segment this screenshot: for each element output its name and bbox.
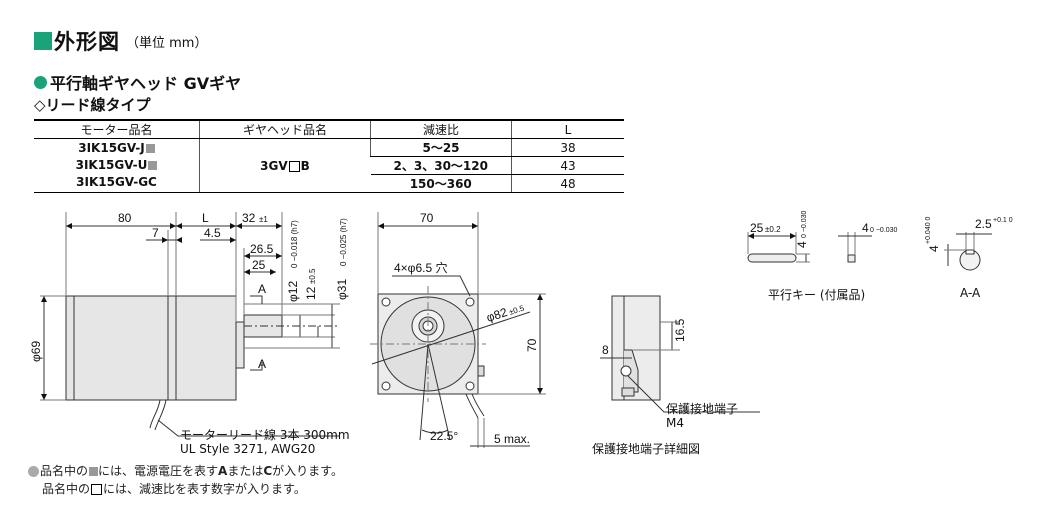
motor-body xyxy=(65,295,237,401)
aa-dim-4: 4 xyxy=(927,245,941,252)
table-row: 2、3、30～120 43 xyxy=(34,156,624,175)
title-main: 外形図 xyxy=(54,30,120,54)
holes-label: 4×φ6.5 穴 xyxy=(394,260,447,275)
dim-80: 80 xyxy=(118,211,132,225)
gear-subtitle: 平行軸ギヤヘッド GVギヤ xyxy=(34,70,241,94)
key-dim-25-tol: ±0.2 xyxy=(765,225,781,234)
terminal-label: 保護接地端子 xyxy=(666,402,739,416)
note-bullet xyxy=(28,466,39,477)
header-gearhead: ギヤヘッド品名 xyxy=(199,119,371,139)
motor-models-cell: 3IK15GV-J 3IK15GV-U 3IK15GV-GC xyxy=(34,138,200,193)
dim-70-vertical: 70 xyxy=(525,338,539,352)
section-a-top: A xyxy=(258,282,266,296)
dim-12: 12 xyxy=(304,286,318,300)
lead-wire-label: モーターリード線 3本 300mm xyxy=(180,428,350,442)
dim-32: 32 xyxy=(242,211,256,225)
motor-front-view xyxy=(370,212,546,448)
key-dim-4b-tol: 0 −0.030 xyxy=(870,227,898,234)
header-l: L xyxy=(511,119,624,139)
dim-26-5: 26.5 xyxy=(250,242,274,256)
motor-side-view xyxy=(40,212,340,437)
header-motor: モーター品名 xyxy=(34,119,200,139)
dim-70: 70 xyxy=(420,211,434,225)
title-unit: （単位 mm） xyxy=(126,35,208,51)
aa-dim-2-5-tol: +0.1 0 xyxy=(993,217,1013,224)
dim-25: 25 xyxy=(252,258,266,272)
dim-phi82: φ82 xyxy=(485,305,510,325)
note-ratio: 品名中のには、減速比を表す数字が入ります。 xyxy=(42,482,306,496)
dim-angle: 22.5° xyxy=(430,429,458,443)
dimension-labels: 80 L 32 ±1 7 4.5 26.5 25 A A φ12 0 −0.01… xyxy=(29,210,1013,446)
ratio-cell: 5～25 xyxy=(370,138,512,157)
key-caption: 平行キー (付属品) xyxy=(768,288,866,302)
dimension-arrows xyxy=(41,223,796,400)
gear-subtitle-dot xyxy=(34,75,47,89)
page-title: 外形図 （単位 mm） xyxy=(34,28,207,54)
terminal-detail-caption: 保護接地端子詳細図 xyxy=(592,442,701,456)
voltage-marker xyxy=(89,467,99,476)
dim-32-tol: ±1 xyxy=(259,215,268,224)
note-voltage: 品名中のには、電源電圧を表すAまたはCが入ります。 xyxy=(28,462,343,479)
motor-model: 3IK15GV-U xyxy=(34,157,199,174)
motor-model: 3IK15GV-GC xyxy=(76,175,157,189)
dim-phi12: φ12 xyxy=(286,281,300,302)
l-cell: 43 xyxy=(511,156,624,175)
dim-7: 7 xyxy=(152,226,159,240)
dim-l: L xyxy=(202,211,209,225)
dim-phi82-tol: ±0.5 xyxy=(508,303,526,317)
ratio-cell: 2、3、30～120 xyxy=(370,156,512,175)
m4-label: M4 xyxy=(666,416,684,430)
key-dim-25: 25 xyxy=(750,221,764,235)
dim-16-5: 16.5 xyxy=(673,318,687,342)
spec-table: モーター品名 ギヤヘッド品名 減速比 L 3IK15GV-J 3IK15GV-U… xyxy=(34,119,624,193)
dim-phi69: φ69 xyxy=(29,341,43,362)
key-dim-4-tol: 0 −0.030 xyxy=(801,210,808,238)
dim-4-5: 4.5 xyxy=(204,226,221,240)
ratio-cell: 150～360 xyxy=(370,174,512,193)
gear-subtitle-text: 平行軸ギヤヘッド GVギヤ xyxy=(50,74,242,93)
dim-12-tol: ±0.5 xyxy=(308,268,317,284)
section-aa-view xyxy=(944,232,992,271)
l-cell: 48 xyxy=(511,174,624,193)
table-header-row: モーター品名 ギヤヘッド品名 減速比 L xyxy=(34,119,624,139)
title-square-marker xyxy=(34,32,52,50)
voltage-marker xyxy=(145,144,155,153)
lead-wire-std-label: UL Style 3271, AWG20 xyxy=(180,442,316,456)
ratio-marker xyxy=(288,160,300,172)
table-row: 150～360 48 xyxy=(34,174,624,193)
parallel-key-view xyxy=(747,232,872,263)
motor-model: 3IK15GV-J xyxy=(34,140,199,157)
dim-phi31-tol: 0 −0.025 (h7) xyxy=(339,218,348,266)
gear-flange xyxy=(235,321,245,369)
voltage-marker xyxy=(148,161,158,170)
l-cell: 38 xyxy=(511,138,624,157)
dim-phi31: φ31 xyxy=(335,279,349,300)
aa-caption: A-A xyxy=(960,286,981,300)
type-subtitle: ◇リード線タイプ xyxy=(34,96,151,114)
key-dim-4b: 4 xyxy=(862,221,869,235)
terminal-detail-view xyxy=(600,295,760,413)
aa-dim-2-5: 2.5 xyxy=(975,217,992,231)
dim-8: 8 xyxy=(602,343,609,357)
ratio-marker xyxy=(91,484,103,495)
dim-5max: 5 max. xyxy=(494,432,530,446)
aa-dim-4-tol: +0.040 0 xyxy=(925,216,932,244)
key-dim-4: 4 xyxy=(795,241,809,248)
dim-phi12-tol: 0 −0.018 (h7) xyxy=(290,220,299,268)
header-ratio: 減速比 xyxy=(370,119,512,139)
section-a-bottom: A xyxy=(258,357,266,371)
